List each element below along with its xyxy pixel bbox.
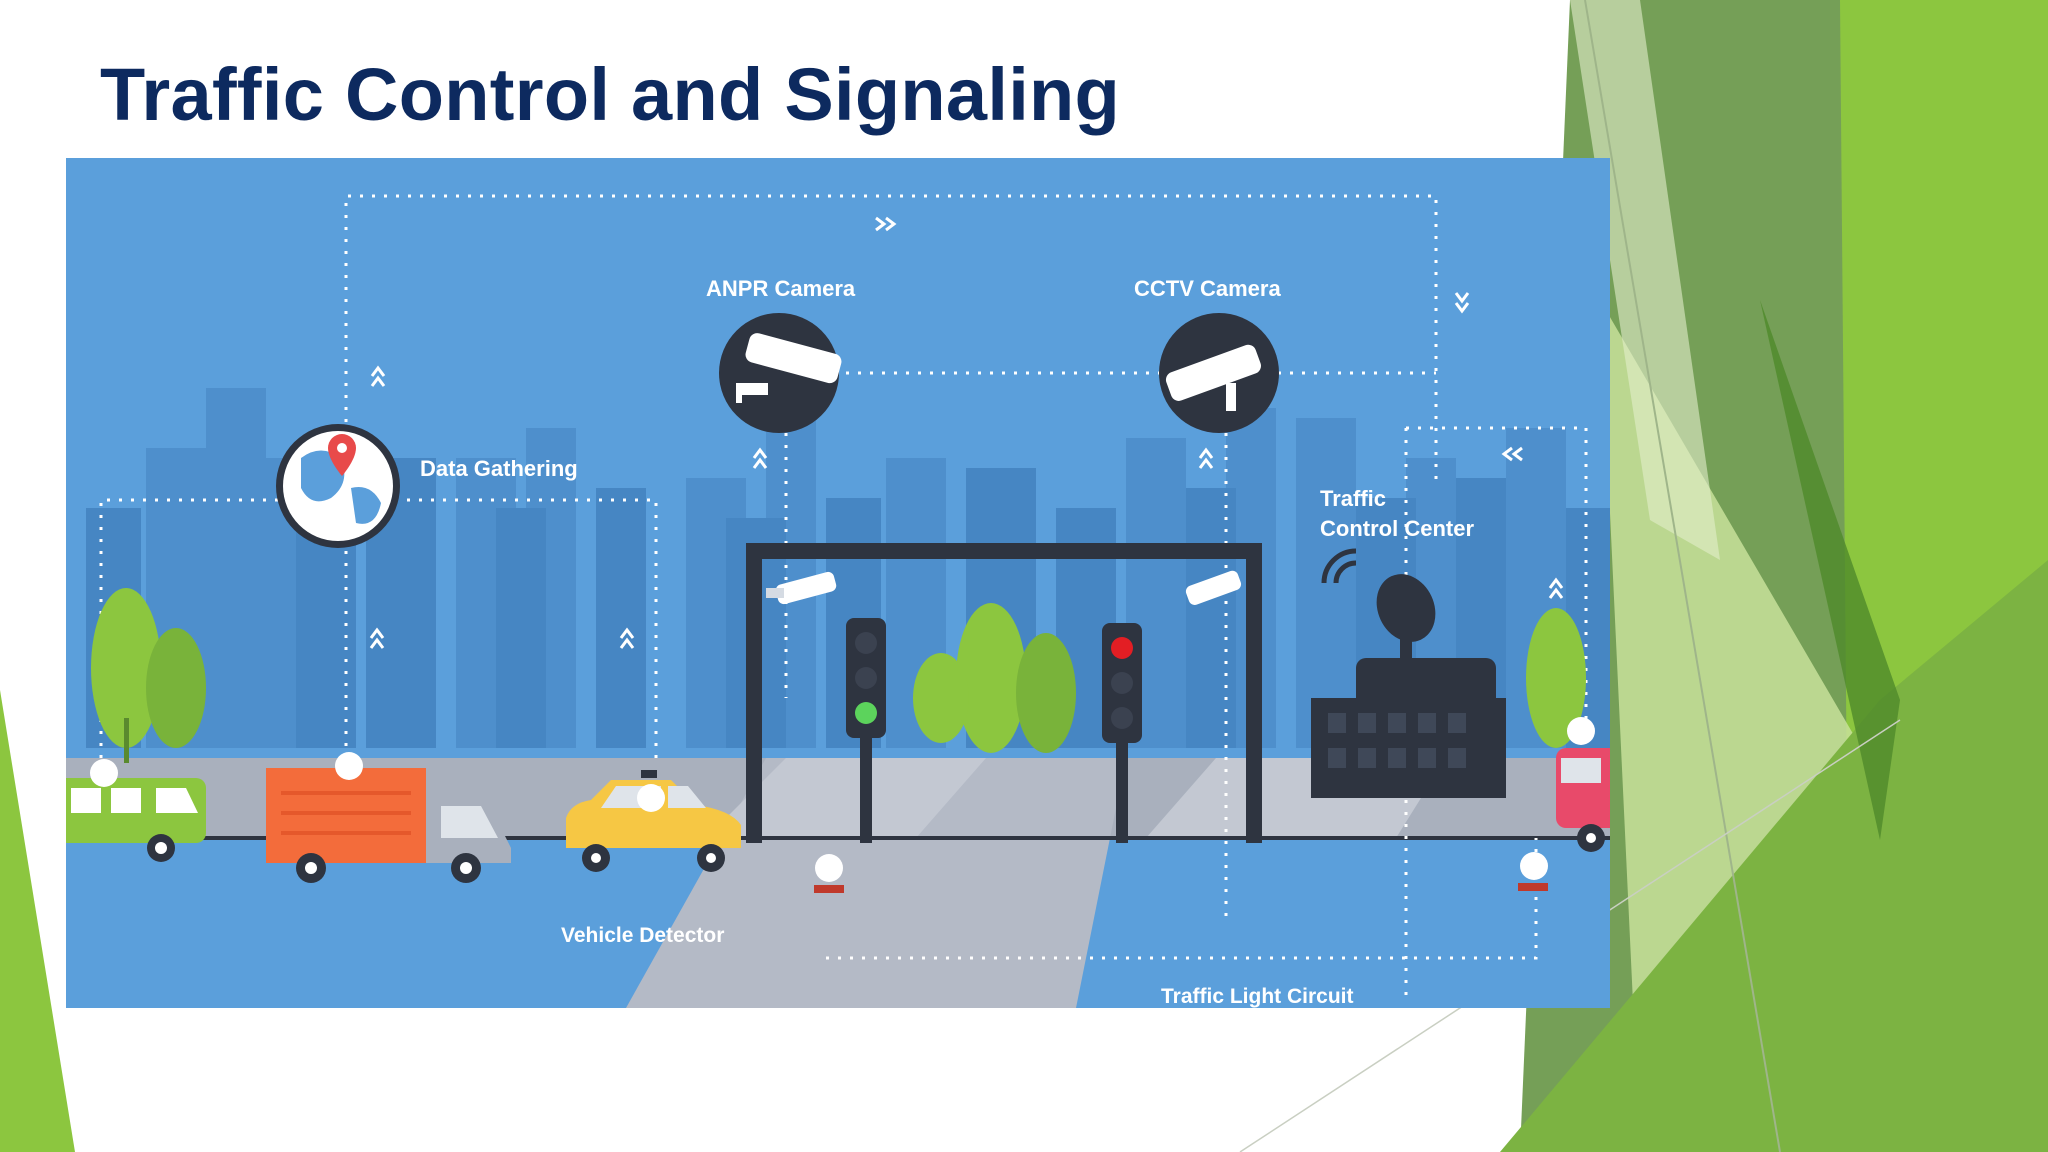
deco-thin-line-1 bbox=[1584, 0, 1781, 1152]
building-icon bbox=[1311, 658, 1506, 798]
car-icon bbox=[1556, 748, 1610, 852]
tree-icon bbox=[1526, 608, 1586, 748]
gantry-camera-icon bbox=[1185, 570, 1242, 605]
slide-title: Traffic Control and Signaling bbox=[100, 53, 1121, 136]
left-deco-panel bbox=[0, 690, 75, 1152]
traffic-light-circuit-label: Traffic Light Circuit bbox=[1161, 985, 1354, 1008]
flow-arrows bbox=[123, 216, 1564, 649]
globe-location-icon bbox=[276, 424, 400, 548]
cctv-camera-icon bbox=[1159, 313, 1279, 433]
right-deco-panel-deep bbox=[1760, 300, 1900, 840]
tree-icon bbox=[91, 588, 206, 763]
wifi-signal-icon bbox=[90, 717, 1595, 882]
traffic-control-diagram: ANPR Camera CCTV Camera Data Gathering T… bbox=[66, 158, 1610, 1008]
anpr-camera-icon bbox=[719, 313, 842, 433]
camera-gantry bbox=[746, 543, 1262, 843]
traffic-light-icon bbox=[1102, 623, 1142, 843]
tree-icon bbox=[913, 603, 1076, 753]
gantry-camera-icon bbox=[766, 571, 837, 605]
truck-icon bbox=[266, 768, 511, 883]
van-icon bbox=[66, 778, 206, 862]
traffic-control-center-label-line2: Control Center bbox=[1320, 516, 1474, 541]
right-deco-panel-pale bbox=[1570, 0, 1720, 560]
right-deco-panel-green bbox=[1500, 560, 2048, 1152]
satellite-dish-icon bbox=[1321, 548, 1436, 663]
traffic-light-icon bbox=[846, 618, 886, 843]
data-gathering-label: Data Gathering bbox=[420, 456, 578, 481]
anpr-camera-label: ANPR Camera bbox=[706, 276, 856, 301]
data-flow-lines bbox=[99, 194, 1588, 998]
vehicle-detector-label: Vehicle Detector bbox=[561, 924, 724, 947]
traffic-control-center-label-line1: Traffic bbox=[1320, 486, 1386, 511]
side-road-left bbox=[706, 758, 986, 838]
vehicle-detector-pads bbox=[814, 883, 1548, 893]
cctv-camera-label: CCTV Camera bbox=[1134, 276, 1281, 301]
